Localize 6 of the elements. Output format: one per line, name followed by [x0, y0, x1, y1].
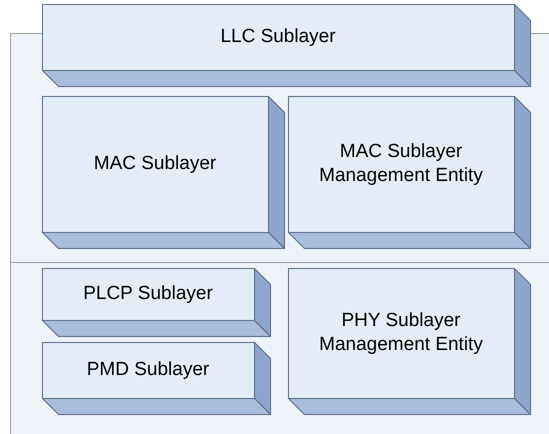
layer-label: PMD Sublayer [86, 358, 210, 382]
layer-label: LLC Sublayer [220, 25, 336, 49]
layer-label: PHY Sublayer Management Entity [318, 309, 484, 357]
layer-label: PLCP Sublayer [83, 282, 213, 306]
layer-label: MAC Sublayer [94, 152, 216, 176]
layer-label: MAC Sublayer Management Entity [318, 140, 484, 188]
